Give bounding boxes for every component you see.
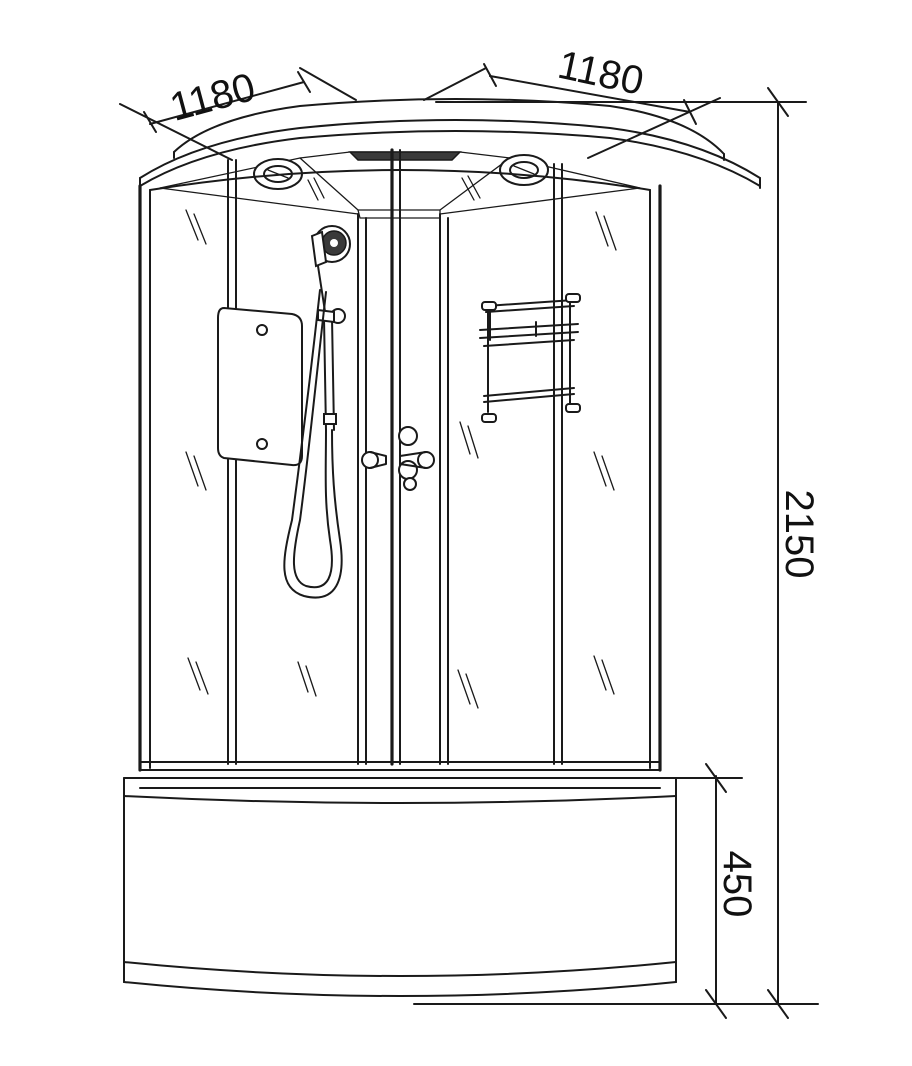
- cabin-frame: [138, 148, 662, 772]
- dimension-label-width-left: 1180: [165, 65, 259, 130]
- dimension-width-right: [423, 63, 721, 159]
- dimension-label-total-height: 2150: [777, 490, 821, 579]
- control-panel: [217, 306, 303, 467]
- dimension-tray-height: [675, 763, 743, 1019]
- mixer-tap: [361, 426, 435, 491]
- towel-shelf: [479, 293, 581, 423]
- dimension-label-tray-height: 450: [715, 851, 759, 918]
- vent-grille: [348, 151, 462, 161]
- dimension-total-height: [413, 87, 819, 1019]
- shower-tray: [123, 777, 677, 997]
- dimension-label-width-right: 1180: [554, 43, 647, 104]
- dimension-width-left: [119, 67, 357, 161]
- roof-canopy: [139, 98, 761, 219]
- glass-reflections: [185, 209, 617, 709]
- hand-shower: [283, 225, 351, 599]
